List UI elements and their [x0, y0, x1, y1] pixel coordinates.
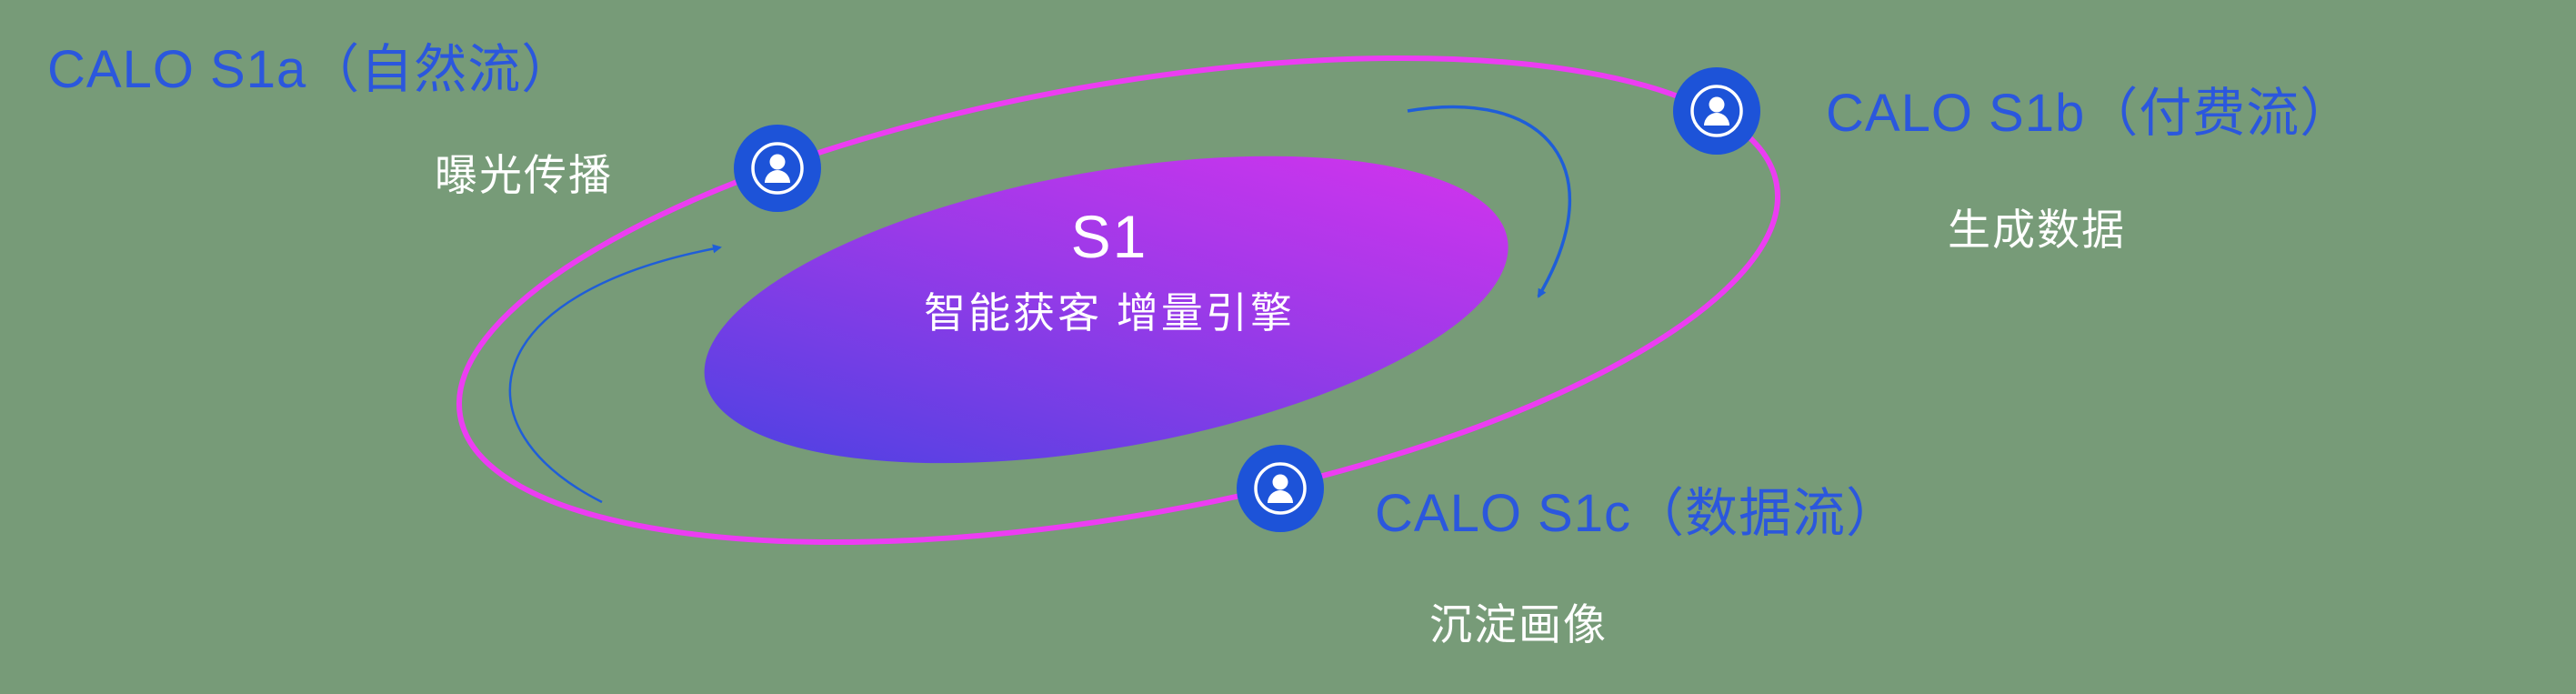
orbit-ring [456, 55, 1781, 546]
flow-arrow-right [1407, 105, 1572, 298]
label-s1c: CALO S1c（数据流） [1375, 484, 1899, 543]
core-text-block: S1 智能获客 增量引擎 [837, 202, 1382, 340]
core-subtitle: 智能获客 增量引擎 [924, 289, 1295, 337]
sublabel-s1c: 沉淀画像 [1429, 600, 1608, 649]
person-icon [751, 142, 804, 195]
sublabel-s1a: 曝光传播 [435, 151, 613, 199]
core-ellipse [704, 156, 1509, 464]
person-icon [1690, 85, 1743, 137]
sublabel-s1b: 生成数据 [1948, 206, 2126, 254]
flow-arrow-left [508, 244, 722, 504]
node-s1b [1673, 67, 1760, 155]
label-s1b: CALO S1b（付费流） [1826, 84, 2354, 143]
node-s1c [1237, 445, 1324, 532]
person-icon [1254, 462, 1307, 515]
core-title: S1 [1070, 203, 1148, 270]
node-s1a [734, 125, 821, 212]
label-s1a: CALO S1a（自然流） [47, 40, 576, 99]
